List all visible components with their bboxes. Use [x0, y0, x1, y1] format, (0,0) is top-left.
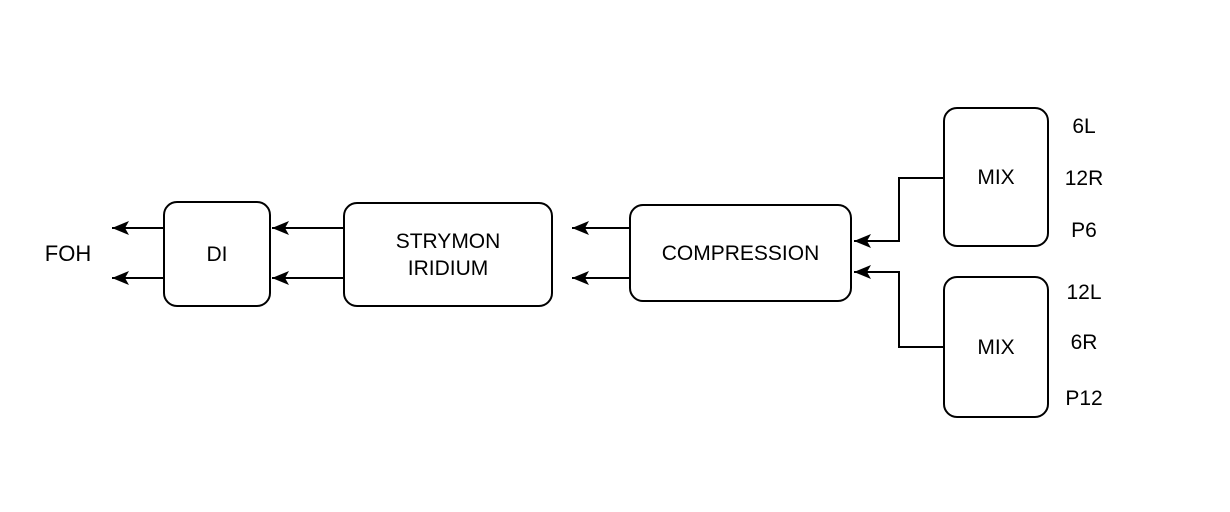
port-label-6l: 6L [1072, 115, 1096, 138]
port-label-12r: 12R [1064, 167, 1104, 190]
node-compression: COMPRESSION [629, 204, 852, 302]
node-compression-label: COMPRESSION [661, 241, 820, 265]
node-di-label: DI [206, 242, 228, 266]
node-mix-bottom: MIX [943, 276, 1049, 418]
node-mix-bottom-label: MIX [977, 335, 1015, 359]
node-mix-top: MIX [943, 107, 1049, 247]
port-label-12l: 12L [1066, 281, 1102, 304]
node-strymon-iridium-label: STRYMON IRIDIUM [395, 229, 501, 280]
label-foh: FOH [44, 241, 92, 266]
arrow-mix-top-to-compression [854, 177, 943, 248]
port-label-p6: P6 [1071, 219, 1097, 242]
arrow-mix-bottom-to-compression [854, 265, 943, 348]
node-mix-top-label: MIX [977, 165, 1015, 189]
port-label-p12: P12 [1065, 387, 1103, 410]
node-di: DI [163, 201, 271, 307]
port-label-6r: 6R [1070, 331, 1098, 354]
node-strymon-iridium: STRYMON IRIDIUM [343, 202, 553, 307]
